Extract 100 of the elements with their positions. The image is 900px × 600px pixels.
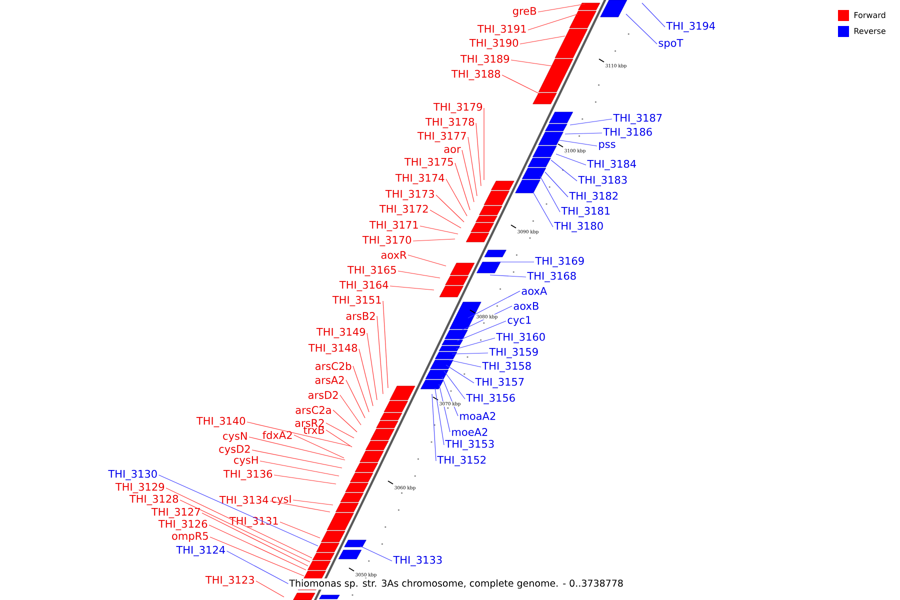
gene-label: THI_3184 bbox=[587, 160, 636, 170]
gene-label: THI_3149 bbox=[316, 328, 366, 338]
gene-label: THI_3148 bbox=[308, 344, 358, 354]
gene-label: THI_3164 bbox=[339, 280, 388, 292]
gene-label: trxB bbox=[304, 426, 324, 434]
gene-label: aoxR bbox=[381, 251, 407, 259]
gene-label: THI_3127 bbox=[151, 508, 200, 518]
leader-line bbox=[556, 154, 586, 166]
leader-line bbox=[270, 500, 330, 512]
leader-line bbox=[468, 136, 478, 196]
gene-label: THI_3126 bbox=[158, 520, 208, 530]
leader-line bbox=[462, 150, 474, 202]
gene-label: THI_3177 bbox=[417, 132, 466, 142]
leader-line bbox=[202, 512, 308, 566]
leader-line bbox=[456, 320, 506, 342]
leader-line bbox=[528, 14, 578, 30]
gene-label: pss bbox=[599, 142, 616, 150]
leader-line bbox=[452, 352, 488, 354]
gene-label: THI_3168 bbox=[527, 272, 576, 282]
leader-line bbox=[248, 436, 346, 460]
leader-line bbox=[438, 384, 450, 432]
leader-line bbox=[446, 178, 468, 216]
gene-label: cysN bbox=[223, 432, 247, 442]
gene-label: fdxA2 bbox=[262, 430, 292, 440]
leader-line bbox=[432, 394, 436, 462]
gene-label: THI_3140 bbox=[196, 416, 246, 428]
leader-line bbox=[382, 300, 388, 388]
legend-label: Forward bbox=[854, 12, 886, 18]
gene-label: THI_3174 bbox=[395, 174, 444, 184]
leader-line bbox=[490, 274, 526, 278]
leader-line bbox=[390, 286, 434, 290]
gene-label: THI_3183 bbox=[578, 176, 627, 186]
gene-label: spoT bbox=[658, 39, 684, 49]
gene-label: THI_3170 bbox=[362, 236, 412, 246]
gene-label: arsR2 bbox=[295, 419, 324, 427]
gene-label: THI_3160 bbox=[496, 332, 545, 344]
gene-label: THI_3175 bbox=[404, 158, 453, 168]
leader-line bbox=[326, 430, 352, 448]
gene-label: THI_3165 bbox=[347, 266, 396, 276]
gene-label: THI_3180 bbox=[554, 222, 603, 232]
gene-label: THI_3169 bbox=[535, 256, 584, 268]
leader-line bbox=[398, 270, 440, 278]
leader-line bbox=[434, 388, 444, 446]
leader-line bbox=[442, 376, 458, 416]
gene-label: THI_3178 bbox=[425, 118, 474, 128]
leader-line bbox=[510, 60, 552, 66]
gene-label: greB bbox=[512, 7, 536, 17]
leader-line bbox=[626, 14, 658, 44]
gene-label: THI_3129 bbox=[115, 482, 164, 494]
gene-label: THI_3182 bbox=[569, 192, 618, 202]
gene-label: THI_3194 bbox=[666, 22, 715, 32]
gene-label: THI_3158 bbox=[482, 362, 531, 372]
leader-line bbox=[420, 226, 458, 234]
leader-line bbox=[252, 450, 342, 468]
gene-label: moaA2 bbox=[460, 412, 496, 420]
gene-label: THI_3179 bbox=[433, 102, 482, 114]
gene-label: THI_3151 bbox=[332, 296, 381, 306]
leader-line bbox=[280, 522, 320, 538]
gene-label: arsC2a bbox=[296, 406, 331, 414]
gene-label: THI_3133 bbox=[393, 556, 442, 566]
leader-line bbox=[412, 238, 456, 242]
gene-label: THI_3159 bbox=[489, 348, 538, 358]
gene-label: cysD2 bbox=[219, 445, 250, 455]
gene-label: THI_3130 bbox=[108, 470, 157, 480]
gene-label: THI_3123 bbox=[205, 576, 254, 586]
gene-label: cysI bbox=[272, 495, 291, 505]
gene-label: THI_3189 bbox=[460, 54, 510, 66]
gene-label: ompR5 bbox=[172, 532, 208, 542]
leader-line bbox=[180, 500, 310, 562]
leader-line bbox=[274, 474, 336, 484]
leader-line bbox=[520, 36, 566, 44]
gene-label: THI_3186 bbox=[603, 128, 652, 138]
leader-line bbox=[642, 2, 666, 28]
gene-label: THI_3136 bbox=[223, 470, 272, 480]
leader-line bbox=[352, 366, 370, 412]
gene-label: THI_3172 bbox=[379, 204, 428, 216]
leader-line bbox=[444, 370, 466, 400]
gene-label: THI_3187 bbox=[613, 114, 662, 124]
leader-line bbox=[166, 488, 312, 558]
leader-line bbox=[550, 160, 578, 182]
gene-label: arsA2 bbox=[315, 376, 344, 384]
leader-line bbox=[564, 132, 602, 134]
gene-label: THI_3153 bbox=[445, 440, 494, 450]
gene-label: THI_3171 bbox=[369, 220, 418, 232]
leader-line bbox=[538, 4, 586, 12]
gene-label: THI_3128 bbox=[129, 494, 178, 506]
leader-line bbox=[540, 176, 560, 212]
leader-line bbox=[454, 162, 470, 210]
leader-line bbox=[256, 580, 284, 598]
leader-line bbox=[332, 410, 358, 432]
leader-line bbox=[436, 194, 464, 222]
leader-line bbox=[446, 364, 474, 384]
leader-line bbox=[376, 316, 384, 394]
gene-label: cyc1 bbox=[508, 316, 531, 326]
leader-line bbox=[340, 394, 362, 426]
leader-line bbox=[468, 290, 520, 318]
leader-line bbox=[558, 140, 598, 146]
leader-line bbox=[246, 422, 350, 446]
gene-label: THI_3152 bbox=[437, 456, 486, 466]
leader-line bbox=[346, 380, 366, 418]
